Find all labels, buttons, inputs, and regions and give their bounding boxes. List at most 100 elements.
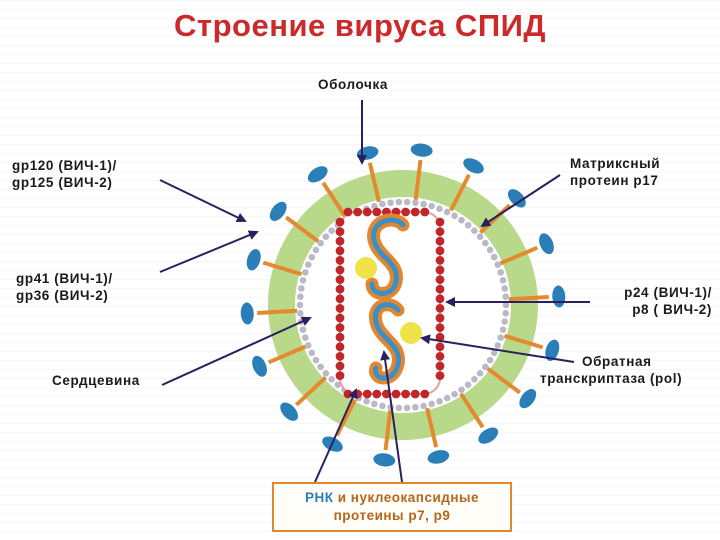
- matrix-bead: [308, 253, 316, 261]
- matrix-bead: [379, 200, 386, 208]
- gp120-spike-heads: [240, 143, 566, 467]
- label-matrix-protein: Матриксный протеин p17: [570, 156, 661, 188]
- matrix-bead: [328, 375, 335, 383]
- capsid-bead: [335, 284, 345, 294]
- gp120-head: [356, 146, 379, 160]
- matrix-bead: [497, 334, 504, 341]
- capsid-bead: [335, 294, 345, 304]
- capsid-bead: [372, 389, 382, 399]
- capsid-bead: [401, 207, 410, 217]
- capsid-bead: [335, 275, 345, 284]
- gp41-stalk: [503, 333, 544, 350]
- matrix-bead: [476, 233, 484, 240]
- label-reverse-transcriptase: Обратная транскриптаза (pol): [540, 354, 683, 386]
- matrix-bead: [499, 277, 507, 284]
- matrix-bead: [499, 326, 507, 333]
- capsid-bead: [335, 256, 345, 265]
- capsid-bead: [435, 371, 445, 380]
- matrix-bead: [302, 269, 309, 276]
- capsid-bead: [410, 389, 420, 399]
- capsid-bead: [343, 389, 353, 399]
- matrix-bead: [476, 370, 484, 377]
- gp120-head: [410, 143, 433, 157]
- capsid-bead: [335, 313, 345, 323]
- spike-stalks: [257, 159, 549, 451]
- matrix-bead: [322, 370, 330, 377]
- matrix-bead: [471, 375, 478, 383]
- matrix-bead: [501, 318, 508, 325]
- gp41-stalk: [367, 162, 381, 203]
- capsid-bead: [391, 389, 401, 399]
- gp41-stalk: [478, 203, 511, 234]
- capsid-bead: [335, 265, 345, 275]
- capsid-bead: [335, 217, 345, 227]
- gp120-head: [478, 427, 499, 444]
- capsid-beads: [335, 207, 445, 399]
- capsid-bead: [435, 313, 445, 323]
- gp120-head: [373, 453, 396, 467]
- capsid-bead: [435, 361, 445, 371]
- gp41-stalk: [508, 295, 549, 302]
- capsid-bead: [435, 304, 445, 313]
- matrix-bead: [458, 216, 465, 224]
- matrix-bead: [299, 277, 307, 284]
- matrix-bead: [490, 349, 498, 357]
- gp41-stalk: [335, 398, 357, 437]
- matrix-bead: [464, 381, 472, 389]
- capsid-bead: [435, 323, 445, 332]
- gp41-stalk: [257, 308, 298, 315]
- capsid-bead: [353, 207, 362, 217]
- matrix-bead: [497, 269, 504, 276]
- arrow-gp120: [159, 179, 247, 223]
- capsid-bead: [420, 389, 430, 399]
- gp41-stalk: [499, 245, 539, 266]
- gp120-head: [463, 158, 484, 174]
- arrow-rna-1: [314, 388, 358, 483]
- matrix-bead: [451, 390, 458, 398]
- capsid-bead: [435, 284, 445, 294]
- matrix-bead: [298, 285, 305, 292]
- gp41-stalk: [486, 367, 521, 395]
- arrow-rt: [420, 334, 575, 363]
- label-gp120: gp120 (ВИЧ-1)/ gp125 (ВИЧ-2): [12, 158, 117, 190]
- matrix-bead: [312, 356, 320, 364]
- matrix-bead: [403, 198, 411, 206]
- gp120-head: [545, 339, 560, 361]
- capsid-bead: [335, 236, 345, 246]
- label-core: Сердцевина: [52, 373, 140, 388]
- matrix-bead: [436, 398, 443, 405]
- gp120-head: [552, 285, 566, 308]
- capsid-bead: [335, 342, 345, 352]
- gp120-head: [269, 201, 287, 222]
- matrix-bead: [387, 199, 394, 207]
- leader-arrows: [159, 100, 590, 483]
- matrix-bead: [308, 349, 316, 357]
- matrix-bead: [502, 309, 509, 317]
- matrix-bead: [363, 398, 370, 405]
- capsid-bead: [435, 246, 445, 256]
- matrix-bead: [443, 208, 451, 216]
- capsid-bead: [335, 246, 345, 256]
- gp41-stalk: [449, 173, 471, 212]
- slide-title: Строение вируса СПИД: [174, 8, 546, 43]
- capsid-bead: [335, 371, 345, 380]
- matrix-bead: [395, 198, 403, 206]
- capsid-bead: [435, 256, 445, 265]
- gp41-stalk: [321, 181, 347, 218]
- gp41-stalk: [285, 215, 320, 243]
- matrix-bead: [428, 202, 435, 210]
- matrix-bead: [486, 246, 494, 254]
- gp120-head: [252, 355, 267, 377]
- matrix-bead: [312, 246, 320, 254]
- matrix-bead: [501, 285, 508, 292]
- matrix-bead: [322, 233, 330, 240]
- matrix-bead: [486, 356, 494, 364]
- gp120-head: [246, 249, 261, 271]
- capsid-bead: [362, 389, 372, 399]
- arrow-matrix: [480, 174, 561, 228]
- capsid-bead: [435, 332, 445, 342]
- label-rna-line2: протеины p7, p9: [333, 508, 451, 523]
- rna-strands: [365, 213, 410, 385]
- capsid-bead: [435, 342, 445, 352]
